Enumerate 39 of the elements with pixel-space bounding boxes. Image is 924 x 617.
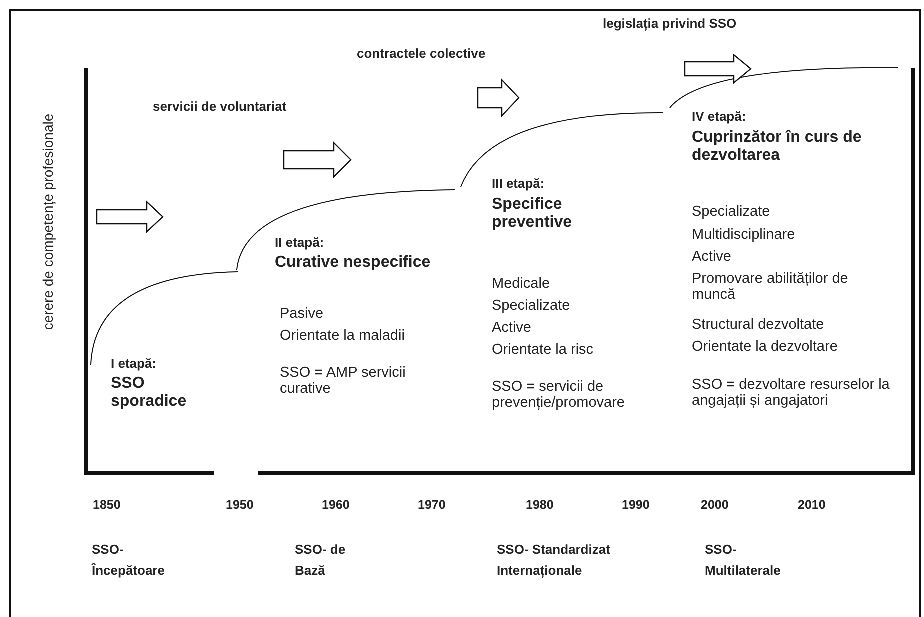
stage-title: Cuprinzător în curs de dezvoltarea: [692, 129, 863, 165]
stage-heading: II etapă:: [275, 235, 326, 250]
list-item: Promovare abilităților de muncă: [692, 271, 850, 303]
year-label: 1950: [226, 498, 255, 512]
year-label: 1980: [526, 498, 555, 512]
list-item: SSO = servicii de prevenție/promovare: [492, 379, 626, 411]
list-item: Structural dezvoltate: [692, 317, 826, 333]
year-label: 1960: [322, 498, 351, 512]
list-item: Medicale: [492, 276, 552, 292]
stage-title: SSO sporadice: [111, 375, 188, 411]
year-label: 2010: [798, 498, 827, 512]
list-item: Active: [692, 249, 732, 265]
list-item: SSO = AMP servicii curative: [280, 365, 407, 397]
stage-heading: IV etapă:: [692, 109, 748, 124]
list-item: Active: [492, 320, 532, 336]
list-item: Pasive: [280, 306, 325, 322]
list-item: SSO = dezvoltare resurselor la angajații și angajatori: [692, 377, 891, 409]
list-item: Orientate la maladii: [280, 328, 406, 344]
period-label: SSO- Multilaterale: [705, 541, 782, 580]
period-label: SSO- Începătoare: [92, 541, 166, 580]
list-item: Multidisciplinare: [692, 227, 796, 243]
list-item: Orientate la dezvoltare: [692, 339, 839, 355]
year-label: 2000: [701, 498, 730, 512]
arrow-label: legislația privind SSO: [603, 16, 738, 31]
list-item: Specializate: [692, 204, 772, 220]
axis-title: cerere de competențe profesionale: [40, 114, 56, 330]
arrow-label: contractele colective: [357, 46, 487, 61]
arrow-label: servicii de voluntariat: [153, 99, 288, 114]
year-label: 1850: [93, 498, 122, 512]
stage-heading: III etapă:: [492, 176, 546, 191]
year-label: 1970: [418, 498, 447, 512]
list-item: Orientate la risc: [492, 342, 595, 358]
list-item: Specializate: [492, 298, 572, 314]
stage-title: Curative nespecifice: [275, 254, 432, 272]
stage-title: Specifice preventive: [492, 196, 574, 232]
stage-heading: I etapă:: [111, 356, 158, 371]
period-label: SSO- Standardizat Internaționale: [497, 541, 612, 580]
year-label: 1990: [622, 498, 651, 512]
period-label: SSO- de Bază: [295, 541, 347, 580]
